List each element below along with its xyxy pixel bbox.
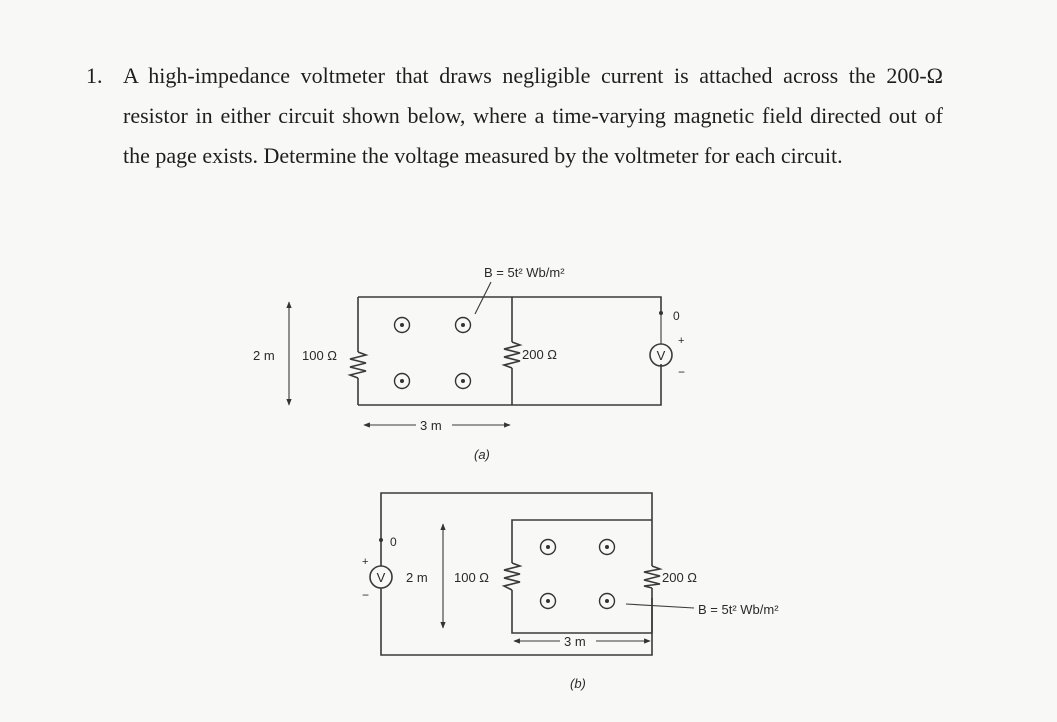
field-out-dot-icon — [454, 316, 472, 334]
field-out-dot-icon — [598, 592, 616, 610]
circuit-b: V 0 + − 2 m 100 Ω 200 Ω 3 m B = 5t² Wb/m… — [362, 492, 779, 691]
width-label-b: 3 m — [564, 634, 586, 649]
r2-label-a: 200 Ω — [522, 347, 557, 362]
caption-a: (a) — [474, 447, 490, 462]
minus-sign-a: − — [678, 365, 685, 379]
problem-number: 1. — [86, 63, 103, 88]
r2-label-b: 200 Ω — [662, 570, 697, 585]
field-out-dot-icon — [454, 372, 472, 390]
circuit-a-top-wire — [358, 296, 662, 313]
resistor-100-b — [501, 562, 523, 591]
r1-label-a: 100 Ω — [302, 348, 337, 363]
terminal-b — [379, 538, 383, 542]
resistor-100-a — [347, 351, 369, 379]
field-out-dot-icon — [393, 372, 411, 390]
height-label-a: 2 m — [253, 348, 275, 363]
width-label-a: 3 m — [420, 418, 442, 433]
terminal-a — [659, 311, 663, 315]
circuit-b-outer-bottom-wire — [380, 588, 653, 656]
circuit-a-bottom-wire — [358, 364, 662, 406]
voltmeter-b — [369, 565, 393, 589]
r1-label-b: 100 Ω — [454, 570, 489, 585]
voltmeter-a-symbol: V — [657, 348, 666, 363]
plus-sign-b: + — [362, 556, 368, 568]
field-out-dot-icon — [539, 538, 557, 556]
field-out-dot-icon — [393, 316, 411, 334]
resistor-200-b — [643, 565, 663, 589]
field-out-dot-icon — [598, 538, 616, 556]
circuit-a: V 0 + − 2 m 100 Ω 200 Ω 3 m B = 5t² Wb/m… — [253, 265, 685, 462]
field-out-dot-icon — [539, 592, 557, 610]
circuit-b-outer-top-wire — [380, 492, 653, 566]
voltmeter-b-symbol: V — [377, 570, 386, 585]
caption-b: (b) — [570, 676, 586, 691]
b-field-leader-a — [474, 281, 492, 315]
resistor-200-a — [501, 341, 523, 369]
zero-label-a: 0 — [673, 309, 680, 323]
minus-sign-b: − — [362, 588, 369, 602]
b-field-label-a: B = 5t² Wb/m² — [484, 265, 565, 280]
b-field-leader-b — [625, 603, 695, 609]
problem-text: A high-impedance voltmeter that draws ne… — [123, 63, 943, 168]
plus-sign-a: + — [678, 335, 684, 347]
circuit-b-inner-loop — [511, 519, 652, 634]
zero-label-b: 0 — [390, 535, 397, 549]
b-field-label-b: B = 5t² Wb/m² — [698, 602, 779, 617]
height-label-b: 2 m — [406, 570, 428, 585]
